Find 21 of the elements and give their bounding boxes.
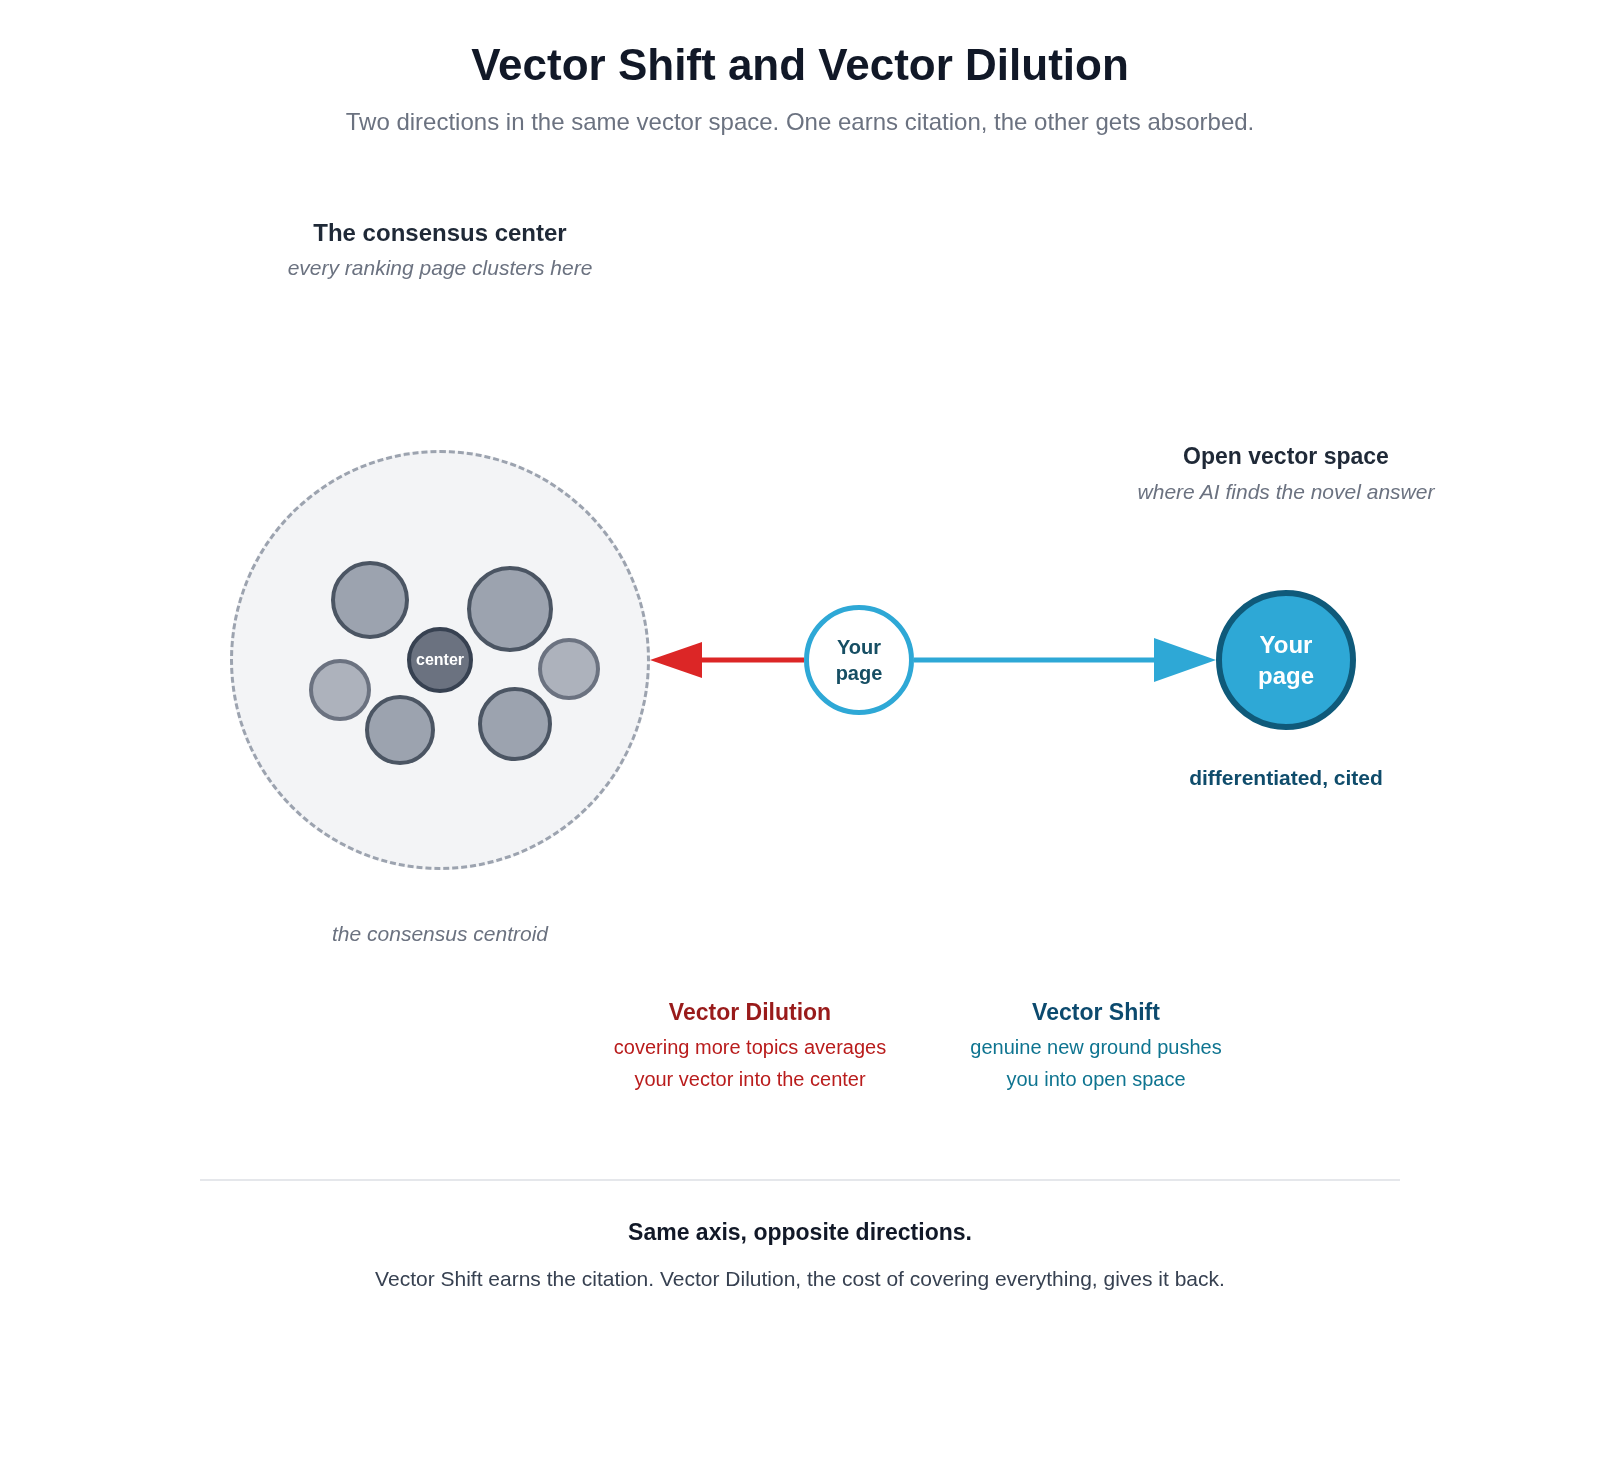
caption-text: the consensus centroid — [331, 920, 550, 947]
description-text: covering more topics averages your vector into the center — [612, 1035, 888, 1092]
group-heading: Open vector space — [1182, 442, 1390, 471]
section-heading: Vector Dilution — [667, 998, 833, 1027]
caption-text: differentiated, cited — [1188, 764, 1384, 791]
summary-heading: Same axis, opposite directions. — [627, 1218, 973, 1247]
group-subtitle: where AI finds the novel answer — [1136, 478, 1436, 505]
page-circle: Your page — [1216, 590, 1356, 730]
diagram-title: Vector Shift and Vector Dilution — [470, 38, 1130, 91]
arrow — [914, 638, 1216, 682]
group-heading: The consensus center — [312, 217, 568, 248]
arrow — [650, 642, 804, 678]
section-heading: Vector Shift — [1031, 998, 1161, 1027]
group-subtitle: every ranking page clusters here — [286, 254, 594, 281]
page-circle — [538, 638, 600, 700]
summary-text: Vector Shift earns the citation. Vector Dilution, the cost of covering everything, gives it back. — [374, 1265, 1226, 1292]
description-text: genuine new ground pushes you into open space — [969, 1035, 1223, 1092]
page-circle: Your page — [804, 605, 914, 715]
subtitle-text: Two directions in the same vector space. One earns citation, the other gets absorbed. — [344, 106, 1256, 137]
page-circle — [467, 566, 553, 652]
centroid-circle: center — [407, 627, 473, 693]
